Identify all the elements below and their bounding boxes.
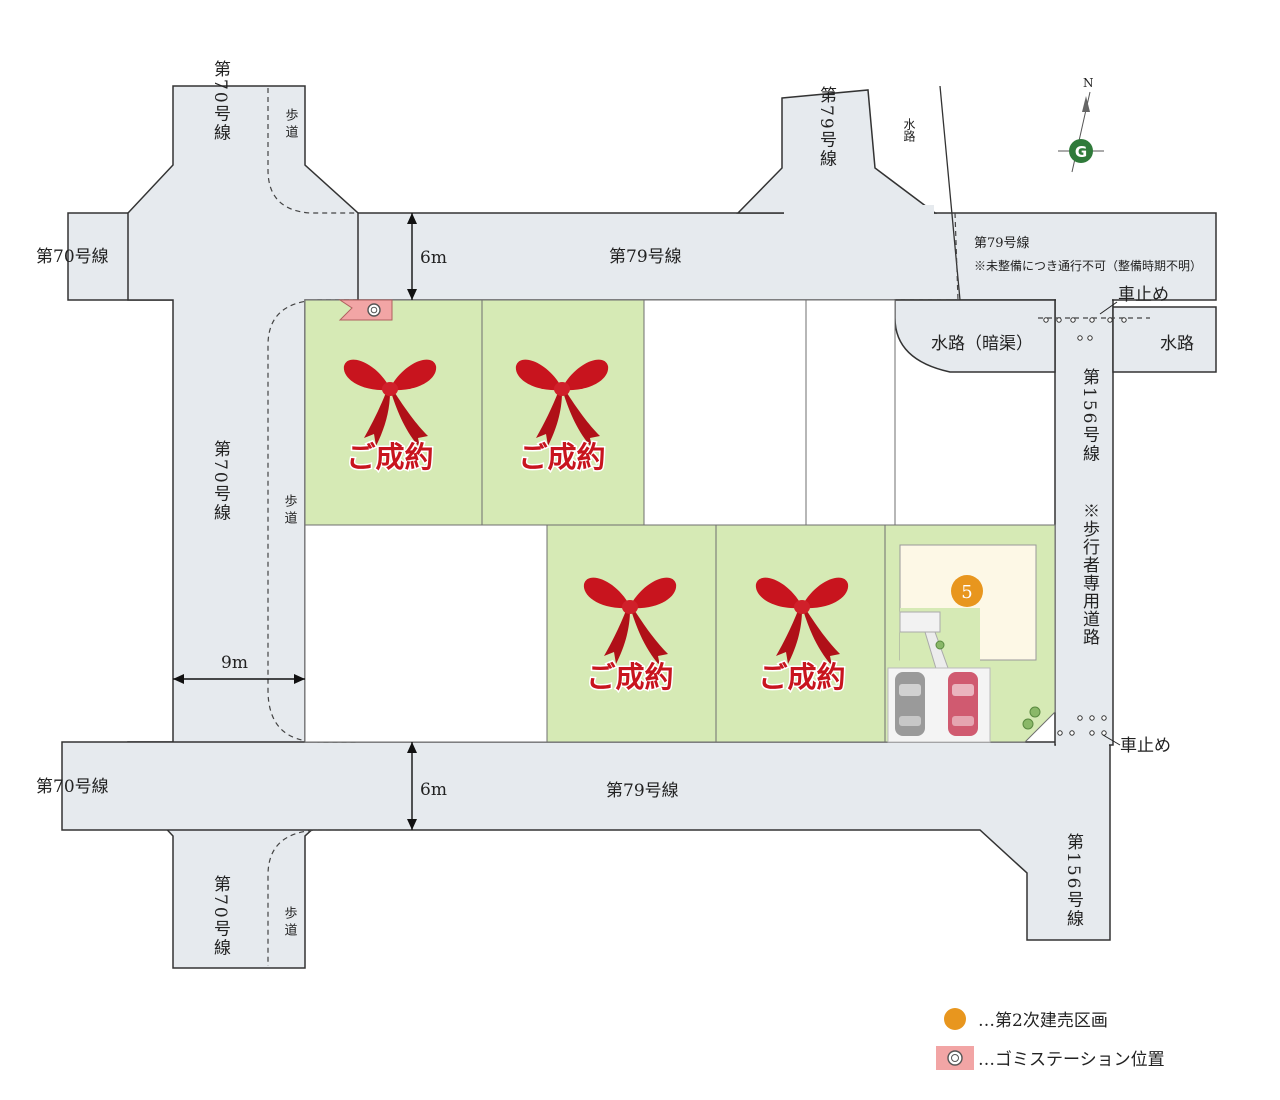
svg-text:G: G xyxy=(1075,143,1087,161)
road-79-top-label: 第79号線 xyxy=(609,247,682,267)
lot-5-number: 5 xyxy=(961,582,972,603)
lot-white-3 xyxy=(304,524,548,743)
horizontal-labels: 第70号線 第79号線 第79号線 ※未整備につき通行不可（整備時期不明） 水路… xyxy=(36,235,1202,801)
compass-north: N xyxy=(1083,76,1094,90)
waterway-culvert-label: 水路（暗渠） xyxy=(931,334,1033,354)
road-79-east-note: ※未整備につき通行不可（整備時期不明） xyxy=(974,258,1202,273)
dimensions: 6m 9m 6m xyxy=(173,213,447,830)
sold-label: ご成約 xyxy=(346,440,433,474)
lot-2[interactable] xyxy=(481,299,645,526)
road-79-east-label: 第79号線 xyxy=(974,235,1030,251)
barrier-top-label: 車止め xyxy=(1118,285,1169,305)
road-70-bottom-label: 第70号線 xyxy=(210,875,231,958)
lot-white-1 xyxy=(643,299,807,526)
road-79-bottom xyxy=(61,741,1111,941)
sidewalk-bottom-label: 歩道 xyxy=(282,906,298,940)
road-70-west-upper-label: 第70号線 xyxy=(36,247,109,267)
road-79-bottom-label: 第79号線 xyxy=(606,781,679,801)
garbage-station-marker[interactable] xyxy=(338,299,393,321)
sold-label: ご成約 xyxy=(518,440,605,474)
road-network xyxy=(61,85,1217,969)
compass-icon: G N xyxy=(1058,76,1104,173)
road-70-center-label: 第70号線 xyxy=(210,440,231,523)
road-156-pedestrian xyxy=(1054,299,1114,746)
dim-bottom-road: 6m xyxy=(420,780,447,800)
legend: …第2次建売区画 …ゴミステーション位置 xyxy=(936,1008,1165,1070)
dim-left-road: 9m xyxy=(221,653,248,673)
road-70-top-label: 第70号線 xyxy=(210,60,231,143)
dim-top-road: 6m xyxy=(420,248,447,268)
sidewalk-center-label: 歩道 xyxy=(282,494,298,528)
sidewalk-top-label: 歩道 xyxy=(283,108,299,142)
sold-label: ご成約 xyxy=(586,660,673,694)
road-156-upper-label: 第156号線 xyxy=(1079,368,1100,463)
lot-white-2 xyxy=(805,299,896,526)
barrier-posts xyxy=(1043,301,1127,746)
lot-3[interactable] xyxy=(546,524,717,743)
waterway-north-label: 水路 xyxy=(902,118,916,143)
car-gray-icon xyxy=(895,672,925,736)
car-red-icon xyxy=(948,672,978,736)
legend-second-phase: …第2次建売区画 xyxy=(978,1011,1108,1031)
road-156-upper-note: ※歩行者専用道路 xyxy=(1079,502,1100,646)
waterway-east-label: 水路 xyxy=(1160,334,1194,354)
lot-5-marker xyxy=(951,575,983,607)
legend-garbage-station: …ゴミステーション位置 xyxy=(978,1049,1165,1070)
vertical-labels: 第70号線 歩道 第79号線 水路 第70号線 歩道 第156号線 ※歩行者専用… xyxy=(210,60,1100,958)
road-70-west-lower-label: 第70号線 xyxy=(36,777,109,797)
sold-label: ご成約 xyxy=(758,660,845,694)
lot-4[interactable] xyxy=(715,524,886,743)
road-79-north-label: 第79号線 xyxy=(816,86,837,169)
barrier-bottom-label: 車止め xyxy=(1120,736,1171,756)
legend-lot-marker-icon xyxy=(944,1008,966,1030)
lot-1[interactable] xyxy=(304,299,483,526)
sold-markers: ご成約 ご成約 ご成約 ご成約 xyxy=(343,359,849,696)
road-156-lower-label: 第156号線 xyxy=(1063,833,1084,928)
lots xyxy=(304,299,1056,743)
road-79-north-branch xyxy=(736,89,938,214)
